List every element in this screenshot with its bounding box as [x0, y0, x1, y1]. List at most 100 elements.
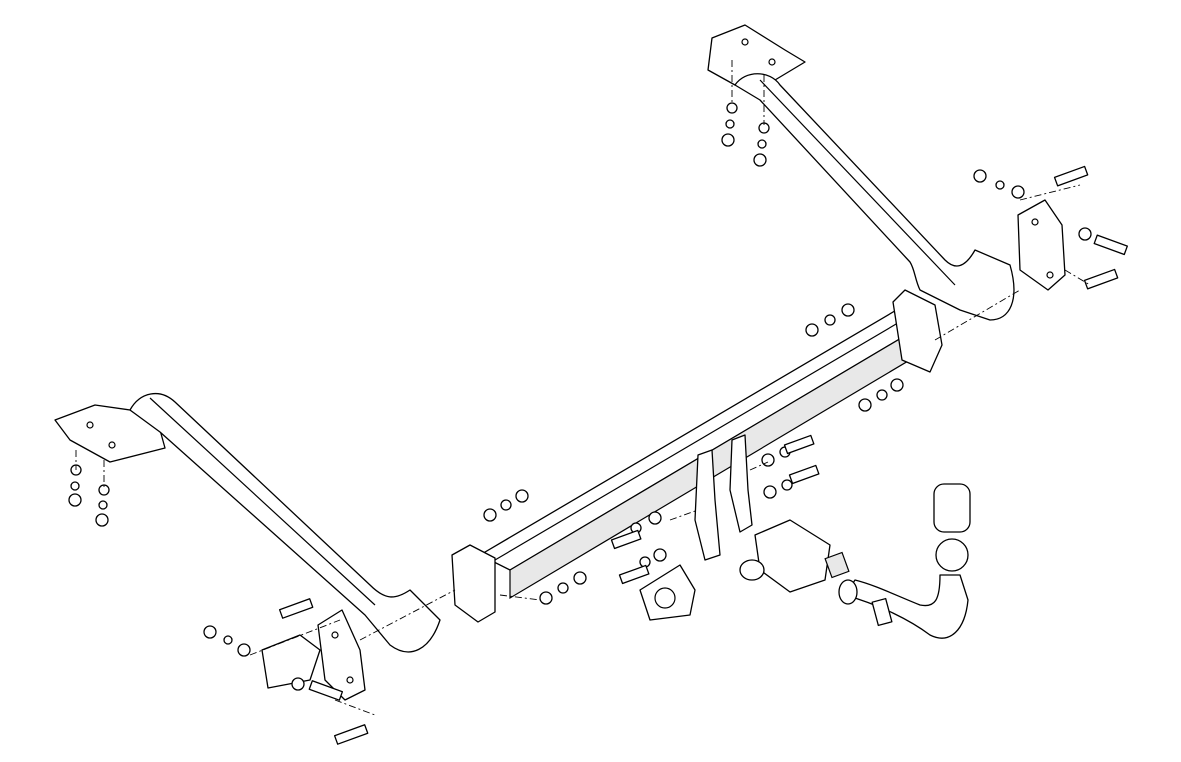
left-mounting-arm-shape	[149, 397, 376, 606]
hardware-fasteners-shape	[1011, 185, 1025, 199]
left-mounting-arm-shape	[54, 404, 166, 463]
washer-icon	[70, 481, 80, 491]
hardware-fasteners-shape	[483, 508, 497, 522]
hardware-fasteners-shape	[763, 485, 777, 499]
right-mounting-arm	[707, 24, 1015, 321]
nut-icon	[805, 323, 819, 337]
nut-icon	[203, 625, 217, 639]
left-mounting-arm-shape	[108, 441, 116, 449]
electrical-socket-shape	[739, 559, 765, 581]
assembly-centerlines-shape	[1019, 184, 1081, 201]
nut-icon	[573, 571, 587, 585]
center-brackets	[694, 434, 753, 561]
right-mounting-arm-shape	[734, 73, 1015, 321]
assembly-centerlines-shape	[749, 461, 769, 471]
hardware-fasteners	[68, 102, 1128, 745]
crossbar-left-end-plate	[451, 544, 496, 623]
hardware-fasteners-shape	[291, 677, 305, 691]
center-bracket-right	[729, 434, 753, 533]
bolt-icon-shape	[1053, 165, 1089, 187]
hardware-fasteners-shape	[876, 389, 888, 401]
left-side-bracket-shape	[346, 676, 354, 684]
left-mounting-arm-shape	[86, 421, 94, 429]
bolt-icon-shape	[788, 464, 820, 485]
bolt-icon-shape	[783, 434, 815, 455]
bolt-icon-shape	[618, 564, 650, 585]
assembly-centerlines-shape	[499, 594, 541, 601]
washer-icon	[725, 119, 735, 129]
right-side-bracket-shape	[1031, 218, 1039, 226]
electrical-socket	[739, 519, 850, 593]
assembly-centerlines-shape	[334, 699, 376, 716]
bolt-icon	[783, 434, 815, 455]
bolt-icon-shape	[1083, 268, 1119, 290]
bolt-icon	[1053, 165, 1089, 187]
bolt-icon-shape	[610, 529, 642, 550]
nut-icon	[973, 169, 987, 183]
assembly-centerlines-shape	[249, 619, 341, 656]
bolt-icon-shape	[308, 680, 344, 701]
assembly-centerlines-shape	[359, 589, 456, 641]
left-side-bracket-shape	[261, 634, 321, 689]
crossbar-right-end-plate	[892, 289, 943, 373]
bolt-icon	[1083, 268, 1119, 290]
electrical-socket-shape	[824, 551, 850, 579]
hardware-fasteners-shape	[824, 314, 836, 326]
left-side-bracket-shape	[317, 609, 366, 701]
bolt-icon	[610, 529, 642, 550]
right-side-bracket-shape	[1017, 199, 1066, 291]
bolt-icon	[333, 724, 369, 745]
bolt-icon	[1093, 234, 1128, 256]
main-crossbar-shape	[509, 316, 936, 600]
hardware-fasteners-shape	[557, 582, 569, 594]
hardware-fasteners-shape	[653, 548, 667, 562]
assembly-centerlines-shape	[934, 289, 1021, 341]
assembly-centerlines-shape	[1064, 269, 1091, 286]
nut-icon	[95, 513, 109, 527]
nut-icon	[753, 153, 767, 167]
hardware-fasteners-shape	[1078, 227, 1092, 241]
left-side-bracket-shape	[331, 631, 339, 639]
electrical-socket-shape	[754, 519, 831, 593]
tow-ball-cap	[933, 483, 971, 572]
main-crossbar	[451, 289, 943, 623]
tow-ball-neck	[838, 574, 969, 639]
right-mounting-arm-shape	[768, 58, 776, 66]
bolt-icon-shape	[278, 598, 314, 619]
hardware-fasteners-shape	[841, 303, 855, 317]
hardware-fasteners-shape	[223, 635, 233, 645]
tow-ball-cap-shape	[935, 538, 969, 572]
assembly-centerlines-shape	[669, 509, 699, 521]
nut-icon	[515, 489, 529, 503]
hardware-fasteners-shape	[781, 479, 793, 491]
assembly-centerlines	[75, 60, 1091, 716]
right-mounting-arm-shape	[741, 38, 749, 46]
tow-ball-neck-shape	[844, 574, 969, 639]
right-side-bracket	[1017, 199, 1066, 291]
bolt-icon	[308, 680, 344, 701]
hardware-fasteners-shape	[539, 591, 553, 605]
left-side-bracket	[261, 609, 366, 701]
washer-icon	[757, 139, 767, 149]
hardware-fasteners-shape	[890, 378, 904, 392]
left-mounting-arm	[54, 392, 441, 653]
socket-plate	[639, 564, 696, 621]
bolt-icon	[278, 598, 314, 619]
hardware-fasteners-shape	[237, 643, 251, 657]
right-side-bracket-shape	[1046, 271, 1054, 279]
nut-icon	[858, 398, 872, 412]
hardware-fasteners-shape	[761, 453, 775, 467]
bolt-icon-shape	[333, 724, 369, 745]
washer-icon	[98, 500, 108, 510]
hardware-fasteners-shape	[500, 499, 512, 511]
nut-icon	[721, 133, 735, 147]
nut-icon	[68, 493, 82, 507]
right-mounting-arm-shape	[759, 79, 956, 286]
hardware-fasteners-shape	[648, 511, 662, 525]
main-crossbar-shape	[494, 309, 921, 561]
bolt-icon-shape	[1093, 234, 1128, 256]
towbar-exploded-diagram-shape	[654, 587, 676, 609]
washer-icon	[726, 102, 738, 114]
hardware-fasteners-shape	[995, 180, 1005, 190]
